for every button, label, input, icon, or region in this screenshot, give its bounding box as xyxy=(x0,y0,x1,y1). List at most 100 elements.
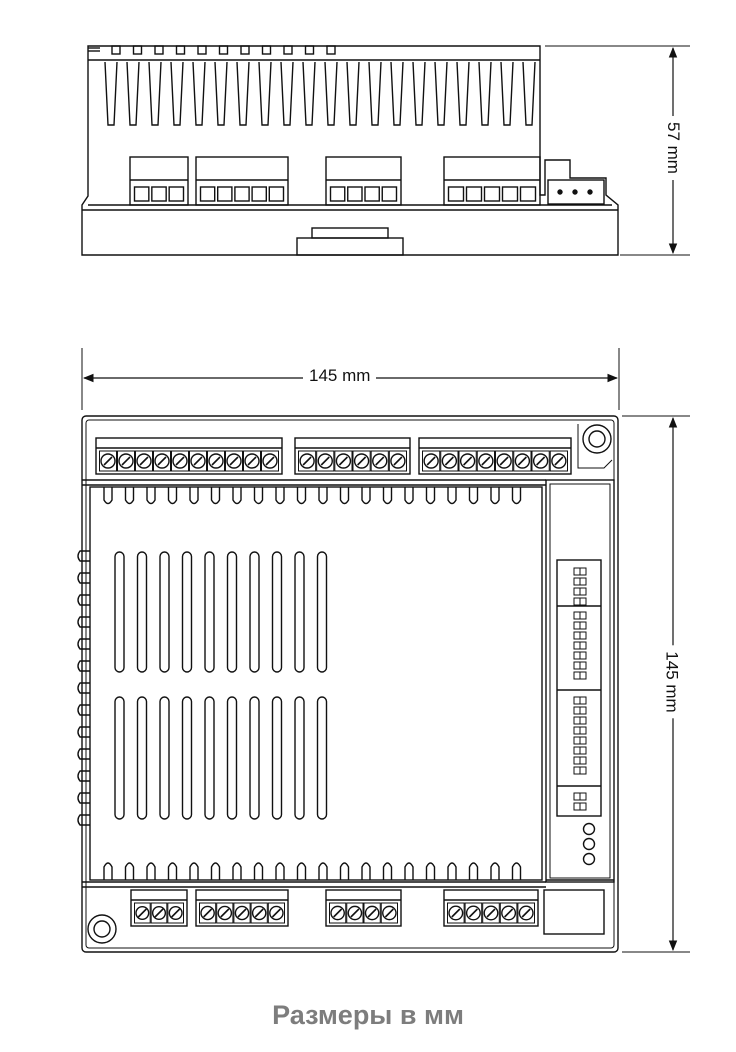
vent-slot xyxy=(181,551,193,673)
side-fin xyxy=(280,61,294,126)
terminal-cell xyxy=(380,902,398,924)
terminal-screw xyxy=(551,453,567,469)
bottom-fin xyxy=(253,862,264,880)
bottom-fin xyxy=(210,862,221,880)
screw-slot xyxy=(247,456,257,466)
terminal-cell xyxy=(243,450,261,472)
terminal-screw xyxy=(226,453,242,469)
top-height-label: 145 mm xyxy=(661,645,682,719)
screw-slot xyxy=(463,456,473,466)
bottom-fin xyxy=(232,862,242,880)
terminal-screw xyxy=(118,453,134,469)
terminal-screw xyxy=(478,453,494,469)
terminal-screw xyxy=(100,453,116,469)
left-latch xyxy=(77,748,90,760)
terminal-cell xyxy=(134,902,151,924)
top-fin xyxy=(253,487,264,505)
screw-slot xyxy=(193,456,203,466)
side-top-tab xyxy=(175,45,186,55)
top-fin xyxy=(318,487,328,505)
side-terminal-slot xyxy=(168,186,185,202)
screw-slot xyxy=(271,908,281,918)
top-fin xyxy=(511,487,522,505)
screw-slot xyxy=(517,456,527,466)
left-latch xyxy=(77,572,90,584)
terminal-cell xyxy=(499,902,518,924)
screw-slot xyxy=(333,908,343,918)
top-cover xyxy=(89,486,543,881)
mounting-hole-top-right xyxy=(582,424,612,454)
screw-slot xyxy=(481,456,491,466)
side-terminal-slot xyxy=(381,186,398,202)
vent-slot xyxy=(136,696,148,820)
top-terminal-blocks xyxy=(95,437,572,475)
side-view xyxy=(81,45,690,256)
vent-slot xyxy=(226,696,238,820)
top-fin xyxy=(146,487,156,505)
side-terminal-slot xyxy=(133,186,150,202)
screw-slot xyxy=(338,456,348,466)
vent-slot xyxy=(159,551,170,673)
vent-slot xyxy=(114,551,125,673)
side-fin xyxy=(368,61,382,126)
screw-slot xyxy=(203,908,213,918)
caption: Размеры в мм xyxy=(272,1000,464,1030)
terminal-screw xyxy=(251,905,267,921)
screw-slot xyxy=(121,456,131,466)
terminal-screw xyxy=(372,453,388,469)
led-1 xyxy=(582,822,596,836)
side-top-tab xyxy=(240,45,250,55)
side-fin xyxy=(192,61,206,126)
side-fin xyxy=(236,61,250,126)
led-2 xyxy=(582,837,596,851)
screw-slot xyxy=(393,456,403,466)
side-top-tabs xyxy=(88,45,336,55)
top-fin xyxy=(296,487,307,505)
screw-slot xyxy=(175,456,185,466)
left-latch xyxy=(77,660,90,672)
terminal-cell xyxy=(267,902,285,924)
vent-slot xyxy=(136,551,148,673)
screw-slot xyxy=(468,908,478,918)
terminal-cell xyxy=(517,902,536,924)
terminal-cell xyxy=(135,450,153,472)
side-fin xyxy=(258,61,272,126)
terminal-screw xyxy=(483,905,499,921)
terminal-screw xyxy=(135,905,150,921)
terminal-screw xyxy=(200,905,215,921)
screw-slot xyxy=(265,456,275,466)
top-fin xyxy=(361,487,371,505)
terminal-screw xyxy=(335,453,352,469)
bottom-fin xyxy=(189,862,199,880)
bottom-terminal-blocks xyxy=(130,889,539,927)
side-housing-outline xyxy=(81,45,619,256)
side-terminal-slot xyxy=(251,186,268,202)
left-latch xyxy=(77,638,90,650)
screw-slot xyxy=(375,456,385,466)
top-fin xyxy=(425,487,436,505)
terminal-screw xyxy=(269,905,284,921)
bottom-fin xyxy=(275,862,285,880)
terminal-cell xyxy=(513,450,532,472)
left-latch xyxy=(77,616,90,628)
vent-slot xyxy=(204,551,215,673)
terminal-screw xyxy=(382,905,397,921)
terminal-screw xyxy=(496,453,512,469)
terminal-screw xyxy=(347,905,363,921)
terminal-cell xyxy=(334,450,353,472)
left-latch xyxy=(77,814,90,826)
side-top-tab xyxy=(132,45,143,55)
terminal-cell xyxy=(216,902,234,924)
side-terminal-slot xyxy=(234,186,250,202)
terminal-cell xyxy=(117,450,135,472)
terminal-cell xyxy=(329,902,347,924)
screw-slot xyxy=(154,908,164,918)
side-fin xyxy=(500,61,514,126)
side-terminal-slot xyxy=(151,186,167,202)
side-fin xyxy=(346,61,360,126)
side-fin xyxy=(456,61,470,126)
terminal-screw xyxy=(190,453,206,469)
side-vent-fins xyxy=(88,59,540,126)
terminal-cell xyxy=(233,902,251,924)
terminal-screw xyxy=(459,453,476,469)
